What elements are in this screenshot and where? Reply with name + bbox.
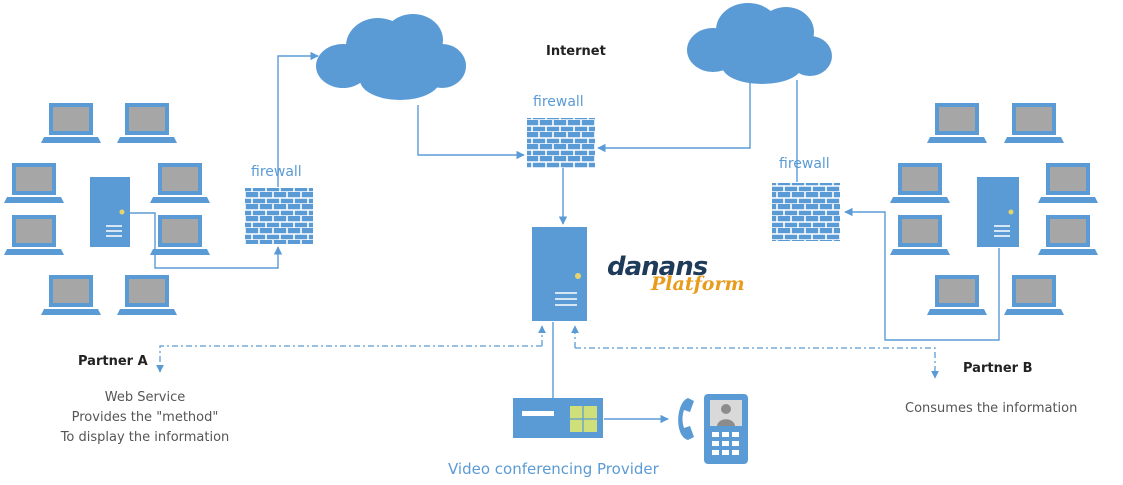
- line-right-cloud-to-center-firewall: [597, 82, 751, 153]
- laptop-icon: [150, 215, 210, 255]
- router-icon: [513, 398, 603, 438]
- logo-top-text: danans: [607, 252, 708, 282]
- laptop-icon: [1004, 275, 1064, 315]
- line-firewall-to-left-cloud: [277, 51, 319, 187]
- laptop-icon: [117, 275, 177, 315]
- firewall-icon: [772, 183, 840, 241]
- laptop-icon: [1004, 103, 1064, 143]
- laptop-icon: [1038, 215, 1098, 255]
- firewall-right-label: firewall: [779, 156, 830, 172]
- laptop-icon: [117, 103, 177, 143]
- partner-a-desc-1: Web Service: [104, 390, 186, 405]
- firewall-icon: [245, 188, 313, 244]
- server-icon: [90, 177, 130, 247]
- laptop-icon: [927, 103, 987, 143]
- video-provider-label: Video conferencing Provider: [448, 460, 659, 478]
- laptop-icon: [890, 215, 950, 255]
- dash-to-partner-a: [156, 345, 542, 373]
- connections: [128, 51, 1000, 424]
- laptop-icon: [4, 215, 64, 255]
- line-right-server-to-firewall: [844, 207, 1000, 341]
- partner-b-desc: Consumes the information: [905, 401, 1078, 416]
- server-icon: [532, 227, 587, 321]
- line-left-server-to-firewall: [128, 212, 283, 269]
- laptop-icon: [927, 275, 987, 315]
- laptop-icon: [150, 163, 210, 203]
- laptop-icon: [4, 163, 64, 203]
- phone-icon: [678, 394, 748, 464]
- laptop-icon: [1038, 163, 1098, 203]
- cloud-icon: [687, 3, 832, 84]
- dash-to-partner-b: [575, 347, 939, 379]
- internet-label: Internet: [546, 44, 606, 59]
- laptop-icon: [41, 275, 101, 315]
- laptops: [4, 103, 1098, 315]
- danans-platform-logo: danans Platform: [607, 254, 745, 294]
- logo-bottom-text: Platform: [651, 273, 745, 295]
- laptop-icon: [41, 103, 101, 143]
- laptop-icon: [890, 163, 950, 203]
- partner-b-label: Partner B: [963, 361, 1033, 376]
- line-left-cloud-to-center-firewall: [417, 105, 525, 160]
- partner-a-desc-2: Provides the "method": [71, 410, 219, 425]
- partner-a-label: Partner A: [78, 354, 148, 369]
- partner-dashed-links: [156, 325, 939, 379]
- cloud-icon: [316, 14, 466, 100]
- firewall-center-label: firewall: [533, 94, 584, 110]
- firewall-left-label: firewall: [251, 164, 302, 180]
- firewall-icon: [527, 118, 595, 168]
- server-icon: [977, 177, 1019, 247]
- partner-a-desc-3: To display the information: [60, 430, 230, 445]
